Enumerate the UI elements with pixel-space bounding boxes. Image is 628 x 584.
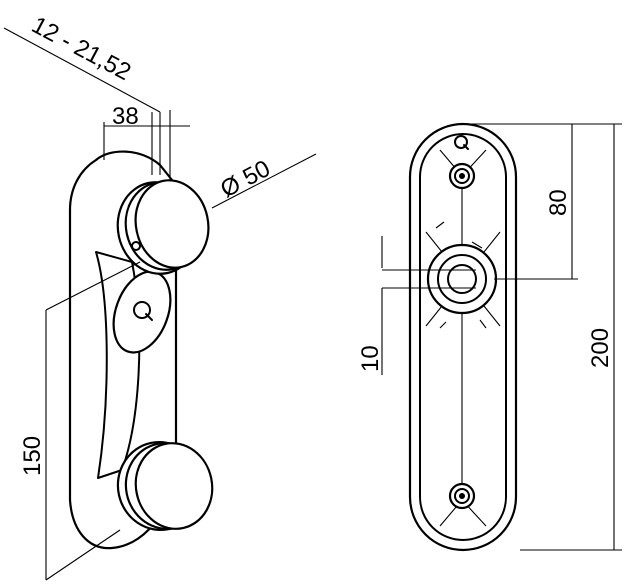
plate-outer <box>408 122 518 552</box>
bottom-screw-hole <box>448 482 476 510</box>
dim-hole-spacing-side: 150 <box>19 261 141 581</box>
dim-label-total-length: 200 <box>587 328 614 368</box>
front-view: 80 200 10 <box>357 122 622 552</box>
dim-disc-thickness: 38 <box>103 103 190 180</box>
dim-slot-width: 10 <box>357 236 450 375</box>
bottom-disc <box>116 440 214 532</box>
dim-total-length: 200 <box>520 123 622 551</box>
center-hub <box>426 243 498 315</box>
dim-label-hole-spacing-top: 80 <box>545 189 572 216</box>
top-disc <box>116 179 210 275</box>
logo-mark <box>454 135 469 150</box>
plate-inner <box>419 133 507 541</box>
dim-disc-diameter: Ø 50 <box>211 153 317 209</box>
dim-label-disc-diameter: Ø 50 <box>216 155 275 203</box>
perspective-view: 12 - 21,52 38 Ø 50 150 <box>3 11 317 581</box>
dim-label-hole-spacing-side: 150 <box>19 436 46 476</box>
dim-label-slot-width: 10 <box>357 345 384 372</box>
top-screw-hole <box>448 162 476 190</box>
dim-label-disc-thickness: 38 <box>112 103 139 130</box>
dim-offset-range: 12 - 21,52 <box>3 11 161 175</box>
